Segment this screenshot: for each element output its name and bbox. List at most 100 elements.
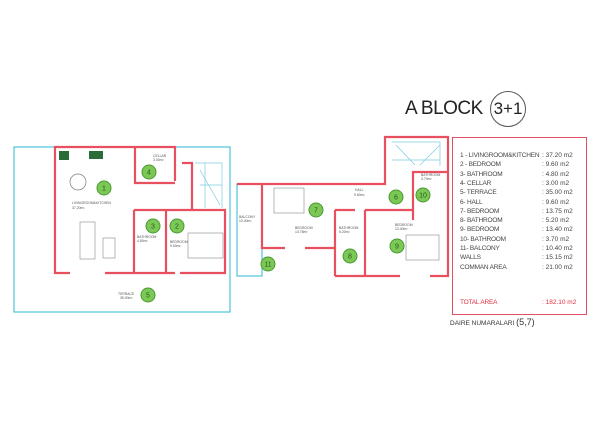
lower-walls — [53, 145, 227, 275]
room-number: 4 — [147, 170, 151, 177]
legend-row: 6- HALL: 9.60 m2 — [460, 199, 584, 206]
room-area: 13.40m² — [395, 227, 408, 231]
room-number: 6 — [394, 195, 398, 202]
legend-value: : 21.00 m2 — [542, 263, 573, 271]
bed — [405, 234, 440, 261]
room-number: 5 — [146, 293, 150, 300]
legend-value: : 3.70 m2 — [542, 235, 570, 243]
legend-label: 3- BATHROOM — [460, 170, 503, 178]
room-label: BEDROOM — [295, 226, 313, 230]
legend-value: : 13.75 m2 — [542, 207, 573, 215]
kitchen-sink — [89, 151, 103, 159]
legend-label: 8- BATHROOM — [460, 217, 503, 225]
room-number: 2 — [175, 224, 179, 231]
room-label: BATHROOM — [339, 226, 359, 230]
legend-value: : 13.40 m2 — [542, 226, 573, 234]
coffee-table — [102, 237, 116, 259]
room-label: HALL — [355, 188, 364, 192]
unit-numbers-label: DAIRE NUMARALARI — [450, 320, 515, 327]
room-label: BATHROOM — [137, 235, 157, 239]
room-number-badge — [96, 180, 112, 196]
legend-row: 9- BEDROOM : 13.40 m2 — [460, 226, 584, 233]
legend-value: : 9.60 m2 — [542, 161, 570, 169]
room-label: BEDROOM — [395, 223, 413, 227]
lower-floor-plan — [13, 145, 231, 313]
legend-label: 10- BATHROOM — [460, 235, 506, 243]
legend-label: 4- CELLAR — [460, 179, 492, 187]
legend-label: COMMAN AREA — [460, 263, 507, 271]
legend-label: WALLS — [460, 254, 481, 262]
room-number: 8 — [348, 254, 352, 261]
upper-floor-plan — [236, 135, 450, 278]
total-label: TOTAL AREA — [460, 299, 498, 306]
room-number: 7 — [314, 208, 318, 215]
room-number: 3 — [151, 224, 155, 231]
legend-value: : 35.00 m2 — [542, 189, 573, 197]
room-area: 9.60m² — [354, 193, 365, 197]
legend-value: : 15.15 m2 — [542, 254, 573, 262]
room-number-badge — [169, 218, 185, 234]
room-label: BEDROOM — [170, 240, 188, 244]
legend-row: 11- BALCONY: 10.40 m2 — [460, 245, 584, 252]
block-title: A BLOCK — [405, 98, 483, 119]
legend-value: : 37.20 m2 — [542, 152, 573, 159]
room-area: 4.80m² — [137, 239, 148, 243]
legend-value: : 4.80 m2 — [542, 170, 570, 178]
room-number: 9 — [395, 244, 399, 251]
bed — [273, 187, 305, 214]
room-number-badge — [415, 187, 431, 203]
balcony-outline — [236, 183, 263, 277]
room-number-badge — [342, 248, 358, 264]
legend-value: : 3.00 m2 — [542, 179, 570, 187]
kitchen-cooktop — [59, 151, 69, 160]
room-label: LIVINGROOM&KITCHEN — [72, 201, 111, 205]
unit-numbers: DAIRE NUMARALARI (5,7) — [450, 317, 535, 327]
room-area: 9.60m² — [170, 244, 181, 248]
room-label: BALCONY — [239, 215, 256, 219]
room-area: 10.40m² — [239, 219, 252, 223]
room-number: 11 — [264, 262, 271, 269]
stair — [195, 162, 223, 208]
room-number-badges: 1 2 3 4 5 6 7 8 9 10 11 — [96, 164, 431, 303]
legend-row: COMMAN AREA : 21.00 m2 — [460, 264, 584, 271]
dining-table — [69, 173, 87, 191]
unit-type-badge: 3+1 — [490, 91, 526, 127]
room-area: 5.20m² — [339, 230, 350, 234]
sofa — [79, 221, 96, 260]
room-area: 3.00m² — [153, 158, 164, 162]
legend-row: 1 - LIVINGROOM&KITCHEN: 37.20 m2 — [460, 152, 584, 159]
legend-label: 6- HALL — [460, 198, 483, 206]
room-number: 10 — [419, 193, 427, 200]
legend-label: 11- BALCONY — [460, 245, 500, 252]
room-area: 13.75m² — [295, 230, 308, 234]
legend-row: 10- BATHROOM : 3.70 m2 — [460, 236, 584, 243]
room-number-badge — [141, 164, 157, 180]
room-area: 37.20m² — [72, 206, 85, 210]
legend-row: 2 - BEDROOM : 9.60 m2 — [460, 161, 584, 168]
legend-row: WALLS : 15.15 m2 — [460, 254, 584, 261]
legend-label: 2 - BEDROOM — [460, 161, 501, 169]
legend-total: TOTAL AREA: 182.10 m2 — [460, 299, 584, 306]
stair — [392, 141, 441, 166]
room-number-badge — [145, 218, 161, 234]
legend-label: 1 - LIVINGROOM&KITCHEN — [460, 152, 540, 159]
legend-label: 9- BEDROOM — [460, 226, 500, 234]
legend-row: 7- BEDROOM: 13.75 m2 — [460, 208, 584, 215]
bed — [187, 232, 224, 259]
unit-numbers-value: (5,7) — [516, 317, 535, 327]
legend-row: 5- TERRACE : 35.00 m2 — [460, 189, 584, 196]
upper-walls — [237, 135, 450, 278]
room-label: CELLAR — [153, 154, 167, 158]
room-area: 3.70m² — [421, 177, 432, 181]
legend-label: 5- TERRACE — [460, 189, 497, 197]
room-number-badge — [388, 189, 404, 205]
room-number-badge — [389, 238, 405, 254]
area-legend: 1 - LIVINGROOM&KITCHEN: 37.20 m2 2 - BEDR… — [452, 137, 587, 315]
legend-value: : 5.20 m2 — [542, 217, 570, 225]
room-number-badge — [140, 287, 156, 303]
room-number: 1 — [102, 186, 106, 193]
room-label: TERRACE — [118, 292, 135, 296]
room-number-badge — [260, 256, 276, 272]
